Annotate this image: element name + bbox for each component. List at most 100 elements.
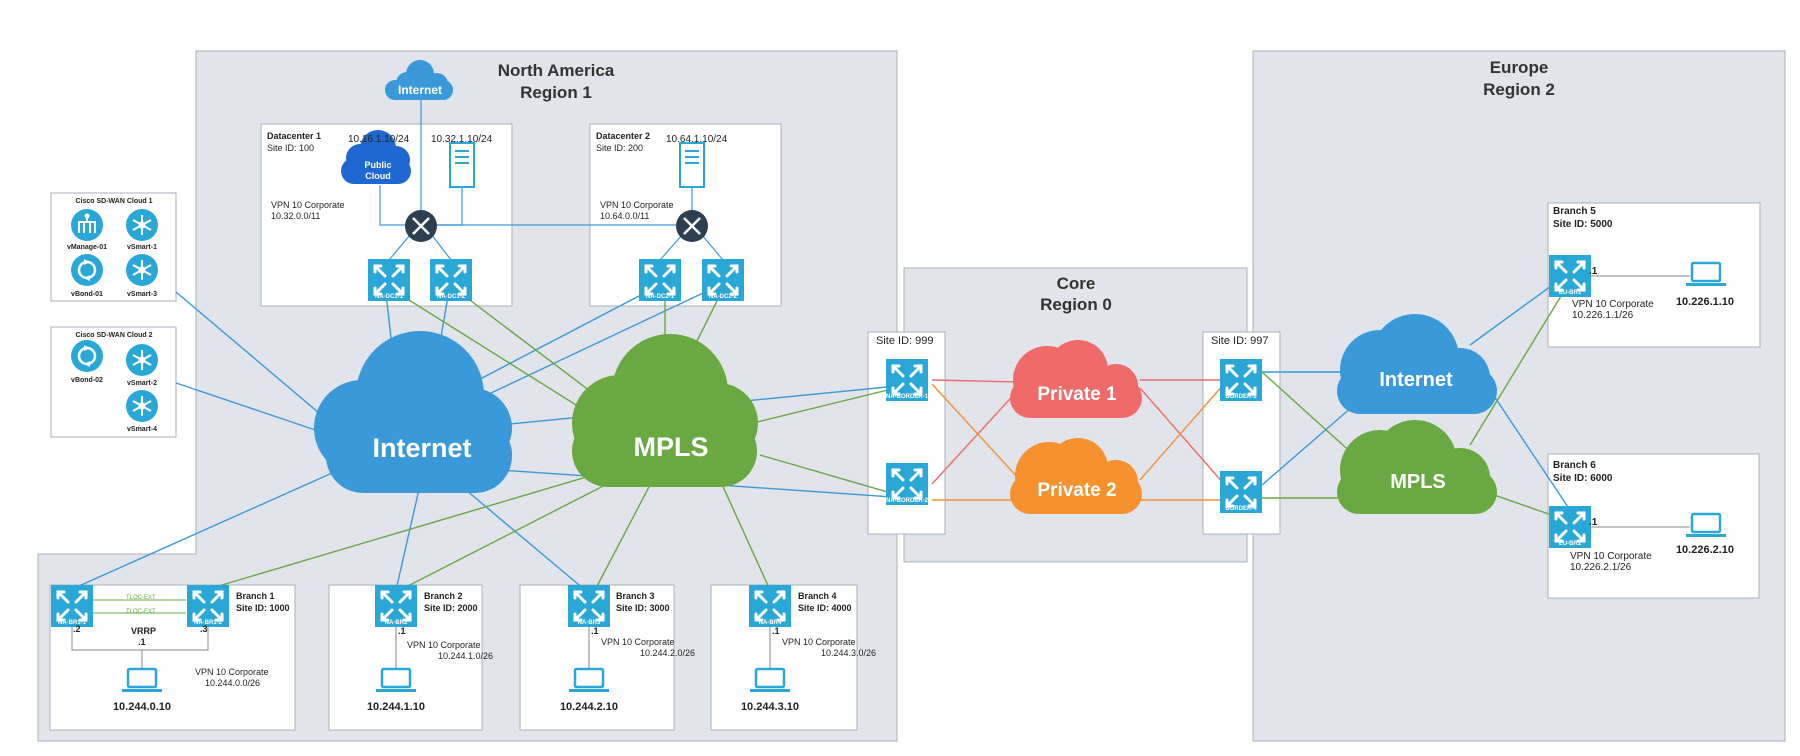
branch3-vpn: VPN 10 Corporate: [601, 637, 675, 647]
branch1-ip2: .3: [200, 624, 208, 634]
label-na-dc2-2: NA-DC2-2: [709, 294, 738, 300]
branch1-vrrp: VRRP: [131, 626, 156, 636]
dc1-ip-cloud: 10.16.1.10/24: [348, 134, 410, 145]
label-na-br2: NA-BR2: [385, 620, 408, 626]
cloud-label-public-2: Cloud: [365, 171, 391, 181]
cloud-label-public-1: Public: [364, 160, 391, 170]
branch4-site: Site ID: 4000: [798, 603, 852, 613]
dc2-site: Site ID: 200: [596, 143, 643, 153]
server-icon-dc1: [449, 142, 475, 188]
l3-switch-icon-dc2: [674, 208, 710, 244]
label-na-dc1-2: NA-DC1-2: [437, 294, 466, 300]
branch1-subnet: 10.244.0.0/26: [205, 678, 260, 688]
branch1-site: Site ID: 1000: [236, 603, 290, 613]
vbond-01-icon: [69, 252, 105, 288]
vsmart1-label: vSmart-1: [127, 244, 157, 251]
branch6-gw: .1: [1589, 517, 1598, 528]
dc2-vpn: VPN 10 Corporate: [600, 200, 674, 210]
branch2-host: 10.244.1.10: [367, 701, 425, 713]
branch5-site: Site ID: 5000: [1553, 219, 1613, 230]
branch2-gw: .1: [398, 626, 406, 636]
vmanage-icon: [70, 208, 104, 242]
branch4-gw: .1: [772, 626, 780, 636]
vsmart2-label: vSmart-2: [127, 380, 157, 387]
branch1-vpn: VPN 10 Corporate: [195, 667, 269, 677]
label-na-border-2: NA-BORDER-2: [886, 498, 929, 504]
region-na-title: North America: [498, 61, 615, 80]
cloud-label-mpls-main: MPLS: [633, 432, 708, 462]
cloud-private-1: [1010, 340, 1142, 418]
vsmart-3-icon: [125, 253, 159, 287]
label-border-4: BORDER-4: [1225, 506, 1257, 512]
dc2-ip-server: 10.64.1.10/24: [666, 134, 728, 145]
vbond02-label: vBond-02: [71, 377, 103, 384]
label-eu-br1: EU-BR1: [1559, 290, 1582, 296]
server-icon-dc2: [679, 142, 705, 188]
cloud-eu-mpls: [1337, 420, 1497, 514]
sdwan-cloud1-title: Cisco SD-WAN Cloud 1: [75, 198, 152, 205]
vsmart-2-icon: [125, 343, 159, 377]
vsmart-1-icon: [125, 208, 159, 242]
branch5-host: 10.226.1.10: [1676, 296, 1734, 308]
label-na-br3: NA-BR3: [578, 620, 601, 626]
dc1-title: Datacenter 1: [267, 131, 321, 141]
label-na-br4: NA-BR4: [759, 620, 782, 626]
sdwan-cloud2-title: Cisco SD-WAN Cloud 2: [75, 332, 152, 339]
branch2-subnet: 10.244.1.0/26: [438, 651, 493, 661]
cloud-label-private-1: Private 1: [1037, 384, 1117, 405]
cloud-label-private-2: Private 2: [1037, 480, 1116, 501]
branch1-ip1: .2: [73, 624, 81, 634]
vbond01-label: vBond-01: [71, 291, 103, 298]
branch4-title: Branch 4: [798, 591, 837, 601]
dc1-vpn: VPN 10 Corporate: [271, 200, 345, 210]
branch3-host: 10.244.2.10: [560, 701, 618, 713]
branch6-vpn: VPN 10 Corporate: [1570, 551, 1652, 562]
region-europe: [1252, 50, 1786, 742]
vmanage-label: vManage-01: [67, 244, 107, 251]
branch4-host: 10.244.3.10: [741, 701, 799, 713]
dc2-title: Datacenter 2: [596, 131, 650, 141]
cloud-label-eu-mpls: MPLS: [1390, 471, 1446, 493]
label-na-dc2-1: NA-DC2-1: [646, 294, 675, 300]
cloud-mpls-main: [572, 334, 758, 487]
vsmart-4-icon: [125, 389, 159, 423]
l3-switch-icon-dc1: [403, 208, 439, 244]
branch3-site: Site ID: 3000: [616, 603, 670, 613]
label-eu-br2: EU-BR2: [1559, 541, 1582, 547]
core-site-997: Site ID: 997: [1211, 335, 1268, 347]
sdwan-cloud-2-box: [50, 326, 177, 438]
branch6-title: Branch 6: [1553, 460, 1596, 471]
branch5-subnet: 10.226.1.1/26: [1572, 310, 1634, 321]
dc1-ip-server: 10.32.1.10/24: [431, 134, 493, 145]
sdwan-cloud-1-box: [50, 192, 177, 302]
branch3-title: Branch 3: [616, 591, 655, 601]
branch3-subnet: 10.244.2.0/26: [640, 648, 695, 658]
label-border-3: BORDER-3: [1225, 394, 1257, 400]
region-eu-subtitle: Region 2: [1483, 80, 1555, 99]
label-na-border-1: NA-BORDER-1: [886, 394, 929, 400]
cloud-label-internet-main: Internet: [372, 433, 471, 463]
vsmart4-label: vSmart-4: [127, 426, 157, 433]
branch6-host: 10.226.2.10: [1676, 544, 1734, 556]
dc2-subnet: 10.64.0.0/11: [600, 211, 649, 221]
branch1-host: 10.244.0.10: [113, 701, 171, 713]
branch6-site: Site ID: 6000: [1553, 473, 1613, 484]
branch4-subnet: 10.244.3.0/26: [821, 648, 876, 658]
branch5-title: Branch 5: [1553, 206, 1596, 217]
label-na-br1-1: NA-BR1-1: [58, 620, 87, 626]
region-na-subtitle: Region 1: [520, 83, 592, 102]
cloud-public: [341, 130, 411, 184]
vbond-02-icon: [69, 338, 105, 374]
branch2-title: Branch 2: [424, 591, 463, 601]
region-core-subtitle: Region 0: [1040, 295, 1112, 314]
cloud-label-eu-internet: Internet: [1379, 369, 1453, 391]
branch3-gw: .1: [591, 626, 599, 636]
branch1-title: Branch 1: [236, 591, 275, 601]
branch5-gw: .1: [1589, 266, 1598, 277]
branch5-vpn: VPN 10 Corporate: [1572, 299, 1654, 310]
branch2-site: Site ID: 2000: [424, 603, 478, 613]
branch1-gw: .1: [138, 637, 146, 647]
cloud-label-internet-top: Internet: [398, 83, 442, 97]
region-core-title: Core: [1057, 274, 1096, 293]
